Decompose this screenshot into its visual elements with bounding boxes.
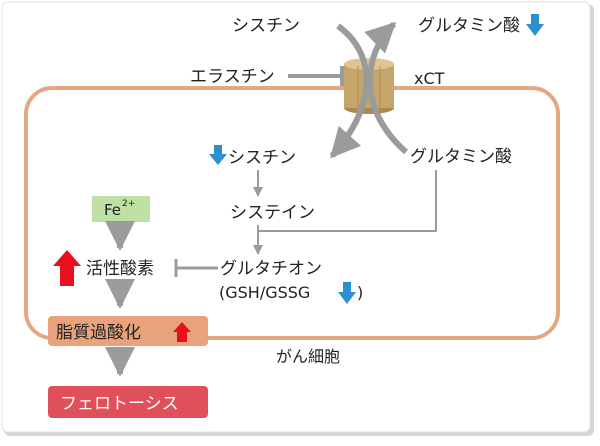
cancer-cell-label: がん細胞: [276, 347, 340, 366]
lipid-peroxidation-box: [48, 316, 208, 346]
ros-up-arrow: [53, 250, 81, 286]
glutamate-to-glutathione-line: [258, 170, 437, 232]
glutamate-export-arrow: [364, 21, 408, 155]
cystine-uptake-arrow: [329, 23, 370, 159]
glutathione-label: グルタチオン: [220, 259, 322, 279]
lipid-up-arrow: [173, 322, 191, 342]
ferroptosis-label: フェロトーシス: [60, 394, 179, 414]
ros-label: 活性酸素: [86, 259, 154, 279]
gsh-gssg-label: (GSH/GSSG: [219, 283, 310, 302]
gsh-gssg-down-arrow: [338, 282, 356, 304]
fe-superscript: 2+: [122, 199, 135, 209]
fe-box: [92, 196, 150, 222]
glutamate-down-arrow: [526, 14, 544, 36]
cystine-intracellular-label: シスチン: [228, 148, 296, 168]
lipid-peroxidation-label: 脂質過酸化: [56, 323, 141, 343]
cystine-down-arrow: [209, 145, 227, 165]
erastin-label: エラスチン: [190, 67, 275, 87]
glutamate-intracellular-label: グルタミン酸: [410, 147, 512, 167]
glutamate-extracellular-label: グルタミン酸: [418, 16, 520, 36]
gsh-gssg-close-label: ): [357, 283, 363, 302]
xct-label: xCT: [414, 69, 445, 88]
cystine-extracellular-label: シスチン: [232, 16, 300, 36]
cysteine-label: システイン: [230, 203, 315, 223]
ferroptosis-box: [48, 386, 208, 418]
fe-label: Fe: [104, 201, 121, 219]
cell-membrane: [24, 86, 560, 340]
